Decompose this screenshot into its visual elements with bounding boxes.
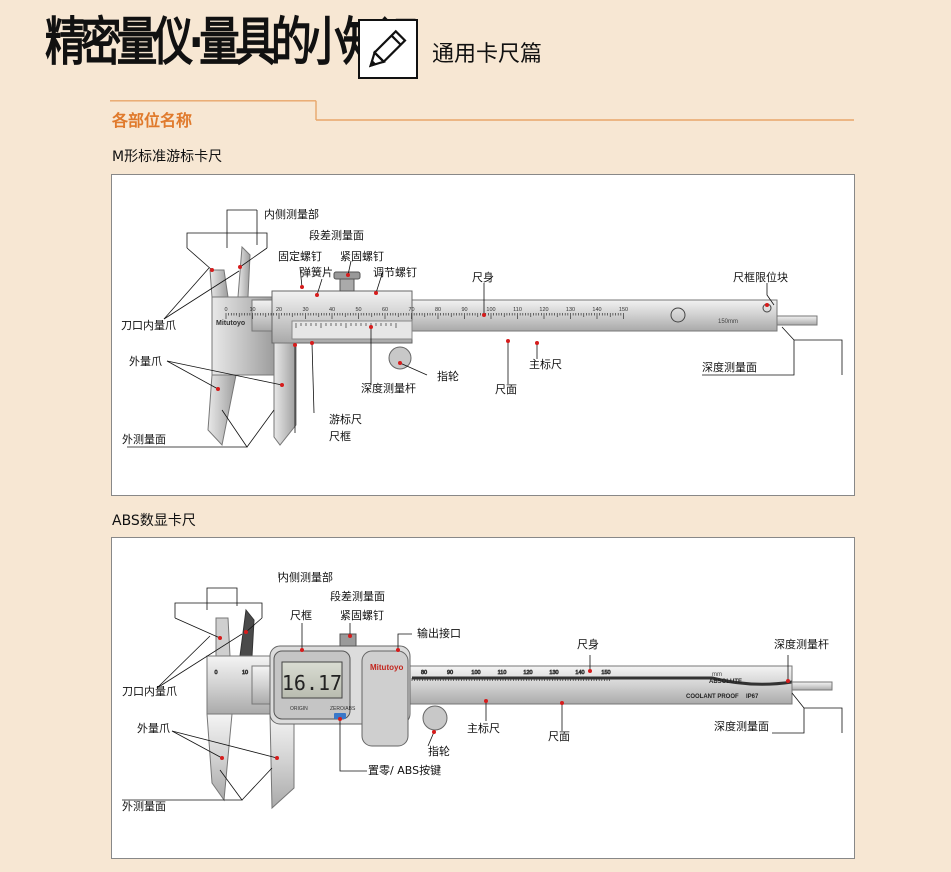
caliper-abs-heading: ABS数显卡尺 (112, 513, 196, 529)
scale-number: 10 (249, 307, 255, 313)
origin-button-label: ORIGIN (290, 706, 308, 712)
section-divider (110, 100, 854, 121)
scale-number: 30 (302, 307, 308, 313)
scale-number: 10 (242, 670, 248, 676)
label-fixing-screw: 固定螺钉 (278, 250, 322, 263)
label-outer-jaw-abs: 外量爪 (137, 722, 170, 735)
label-clamp-screw-abs: 紧固螺钉 (340, 609, 384, 622)
label-adjust-screw: 调节螺钉 (373, 266, 417, 279)
scale-number: 90 (461, 307, 467, 313)
coolant-proof-badge: COOLANT PROOF (686, 694, 739, 700)
scale-number: 0 (214, 670, 217, 676)
label-outer-face: 外测量面 (122, 433, 166, 446)
label-outer-face-abs: 外测量面 (122, 800, 166, 813)
label-depth-rod-abs: 深度测量杆 (774, 638, 829, 651)
mitutoyo-logo: Mitutoyo (216, 320, 245, 327)
label-step-face-abs: 段差测量面 (330, 590, 385, 603)
section-title: 各部位名称 (112, 111, 193, 130)
label-spring-plate: 弹簧片 (300, 266, 333, 279)
label-depth-face-abs: 深度测量面 (714, 720, 769, 733)
scale-number: 100 (486, 307, 495, 313)
label-knife-jaw: 刀口内量爪 (121, 319, 176, 332)
scale-number: 150 (619, 307, 628, 313)
scale-number: 80 (435, 307, 441, 313)
label-slider-stop: 尺框限位块 (733, 271, 788, 284)
zero-abs-button-label: ZERO/ABS (330, 706, 356, 712)
caliper-abs-diagram: 16.17 ORIGIN ZERO/ABS Mitutoyo 0 10 80 90 10… (111, 537, 855, 859)
scale-number: 120 (523, 670, 532, 676)
label-main-scale-abs: 主标尺 (467, 722, 500, 735)
page-subtitle: 通用卡尺篇 (432, 42, 543, 67)
lcd-display-value: 16.17 (282, 671, 342, 695)
scale-number: 0 (224, 307, 227, 313)
label-beam: 尺身 (472, 271, 494, 284)
scale-number: 90 (447, 670, 453, 676)
scale-number: 100 (471, 670, 480, 676)
caliper-m-illustration: 0 10 20 30 40 50 60 70 80 90 100 110 120 130 140 150 Mi… (127, 209, 843, 448)
scale-number: 20 (276, 307, 282, 313)
scale-number: 130 (566, 307, 575, 313)
scale-number: 130 (549, 670, 558, 676)
scale-number: 140 (575, 670, 584, 676)
label-thumb-wheel: 指轮 (437, 370, 459, 383)
label-clamp-screw: 紧固螺钉 (340, 250, 384, 263)
mitutoyo-logo-abs: Mitutoyo (370, 663, 403, 672)
label-beam-abs: 尺身 (577, 638, 599, 651)
absolute-badge: ABSOLUTE (709, 679, 742, 685)
scale-unit-abs: mm (712, 672, 722, 678)
label-depth-face: 深度测量面 (702, 361, 757, 374)
label-vernier: 游标尺 (329, 413, 362, 426)
scale-unit: 150mm (718, 319, 738, 325)
scale-number: 110 (498, 670, 507, 676)
page-title: 精密量仪·量具的小知识 (45, 13, 419, 73)
label-beam-face: 尺面 (495, 383, 517, 396)
scale-number: 70 (408, 307, 414, 313)
scale-number: 40 (329, 307, 335, 313)
label-depth-rod: 深度测量杆 (361, 382, 416, 395)
label-output-port: 输出接口 (417, 627, 461, 640)
ip67-badge: IP67 (746, 694, 759, 700)
label-beam-face-abs: 尺面 (548, 730, 570, 743)
scale-number: 120 (539, 307, 548, 313)
scale-number: 150 (601, 670, 610, 676)
caliper-m-heading: M形标准游标卡尺 (112, 149, 223, 165)
label-inner-jaw-abs: 内侧测量部 (278, 571, 333, 584)
pencil-icon (358, 19, 418, 79)
scale-number: 140 (592, 307, 601, 313)
scale-number: 60 (382, 307, 388, 313)
caliper-m-diagram: 0 10 20 30 40 50 60 70 80 90 100 110 120 130 140 150 Mi… (111, 174, 855, 496)
scale-number: 50 (355, 307, 361, 313)
label-thumb-wheel-abs: 指轮 (428, 745, 450, 758)
label-knife-jaw-abs: 刀口内量爪 (122, 685, 177, 698)
caliper-abs-illustration: 16.17 ORIGIN ZERO/ABS Mitutoyo 0 10 80 90 10… (122, 572, 843, 810)
label-slider-abs: 尺框 (290, 609, 312, 622)
label-slider: 尺框 (329, 430, 351, 443)
label-zero-abs: 置零/ ABS按键 (368, 764, 442, 777)
label-step-face: 段差测量面 (309, 229, 364, 242)
label-inner-jaw: 内侧测量部 (264, 208, 319, 221)
scale-number: 110 (513, 307, 522, 313)
label-main-scale: 主标尺 (529, 358, 562, 371)
label-outer-jaw: 外量爪 (129, 355, 162, 368)
zero-abs-button[interactable] (334, 713, 346, 719)
scale-number: 80 (421, 670, 427, 676)
